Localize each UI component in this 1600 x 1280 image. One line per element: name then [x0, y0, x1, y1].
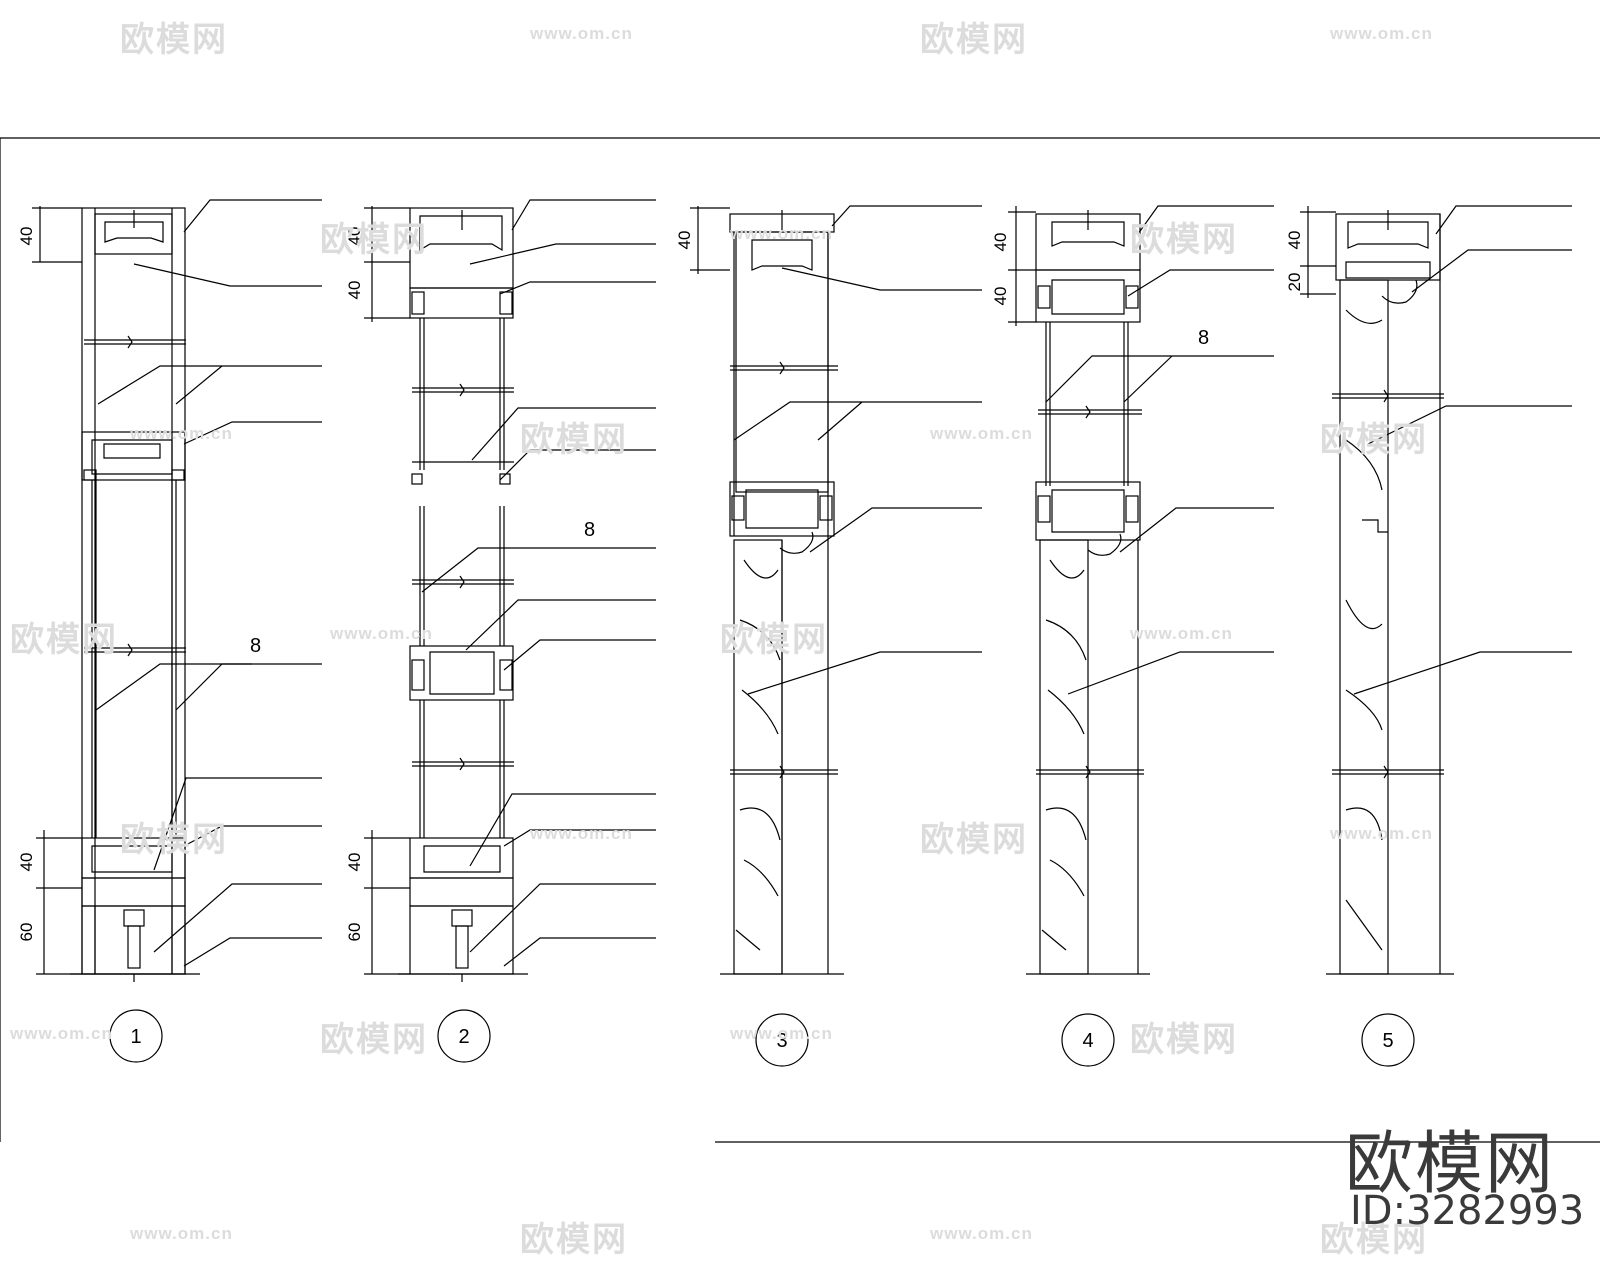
drawing-frame [0, 137, 1600, 1143]
glass-thickness-1: 8 [250, 635, 261, 657]
dim-d2-top-a: 40 [345, 227, 364, 246]
section-detail-5 [1300, 205, 1572, 1067]
section-detail-1 [32, 199, 322, 1063]
glass-thickness-2: 8 [584, 519, 595, 541]
dim-d1-top: 40 [17, 227, 36, 246]
detail-label-3: 3 [776, 1030, 787, 1052]
dim-d2-bottom-a: 40 [345, 853, 364, 872]
brand-id-label: ID:3282993 [1350, 1188, 1585, 1234]
detail-label-1: 1 [130, 1026, 141, 1048]
brand-logo-text: 欧模网 [1345, 1125, 1556, 1204]
section-detail-3 [690, 205, 982, 1067]
dim-d3-top: 40 [675, 231, 694, 250]
dim-d2-top-b: 40 [345, 281, 364, 300]
detail-label-2: 2 [458, 1026, 469, 1048]
dim-d1-bottom-a: 40 [17, 853, 36, 872]
detail-label-5: 5 [1382, 1030, 1393, 1052]
section-detail-4 [1008, 205, 1274, 1067]
dim-d4-top-a: 40 [991, 233, 1010, 252]
glass-thickness-4: 8 [1198, 327, 1209, 349]
dim-d5-top-a: 40 [1285, 231, 1304, 250]
dim-d2-bottom-b: 60 [345, 923, 364, 942]
dim-d5-top-b: 20 [1285, 273, 1304, 292]
section-detail-2 [364, 199, 656, 1063]
dim-d1-bottom-b: 60 [17, 923, 36, 942]
dim-d4-top-b: 40 [991, 287, 1010, 306]
detail-label-4: 4 [1082, 1030, 1093, 1052]
